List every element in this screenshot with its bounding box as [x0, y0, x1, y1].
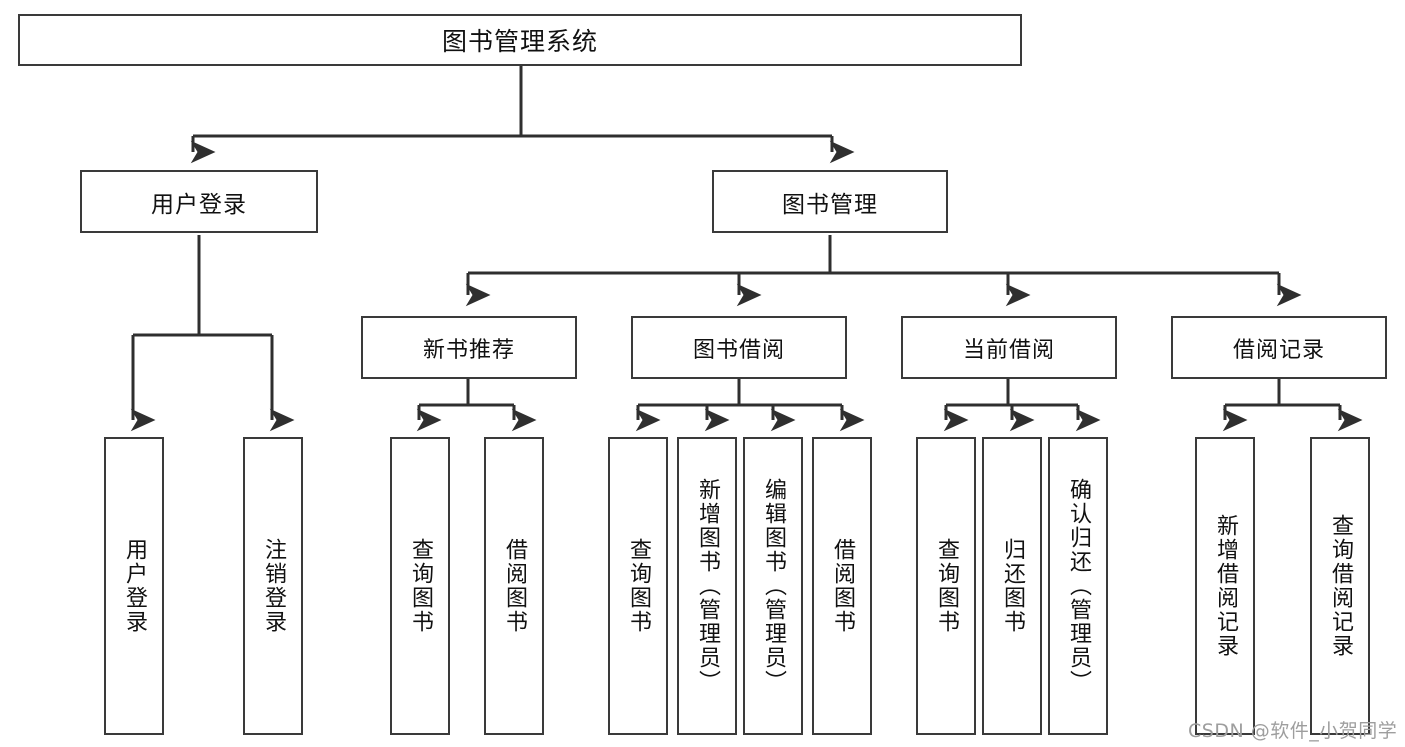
leaf-borrow-book-2-label: 借阅图书: [830, 538, 855, 634]
leaf-add-record-label: 新增借阅记录: [1213, 514, 1238, 658]
leaf-borrow-book-1[interactable]: 借阅图书: [484, 437, 544, 735]
node-current-borrow[interactable]: 当前借阅: [901, 316, 1117, 379]
node-borrow-record[interactable]: 借阅记录: [1171, 316, 1387, 379]
leaf-confirm-return-label: 确认归还（管理员）: [1066, 478, 1091, 694]
node-borrow-record-label: 借阅记录: [1232, 337, 1325, 363]
leaf-confirm-return[interactable]: 确认归还（管理员）: [1048, 437, 1108, 735]
leaf-add-book[interactable]: 新增图书（管理员）: [677, 437, 737, 735]
node-book-management-label: 图书管理: [782, 191, 878, 218]
leaf-edit-book-label: 编辑图书（管理员）: [761, 478, 786, 694]
node-root-label: 图书管理系统: [441, 27, 598, 56]
node-user-login-label: 用户登录: [151, 191, 247, 218]
node-book-borrow[interactable]: 图书借阅: [631, 316, 847, 379]
leaf-query-book-2[interactable]: 查询图书: [608, 437, 668, 735]
node-current-borrow-label: 当前借阅: [962, 337, 1055, 363]
node-user-login[interactable]: 用户登录: [80, 170, 318, 233]
leaf-user-login-label: 用户登录: [122, 538, 147, 634]
leaf-query-record[interactable]: 查询借阅记录: [1310, 437, 1370, 735]
leaf-logout-login[interactable]: 注销登录: [243, 437, 303, 735]
node-new-book-recommend-label: 新书推荐: [422, 337, 515, 363]
leaf-return-book[interactable]: 归还图书: [982, 437, 1042, 735]
leaf-user-login[interactable]: 用户登录: [104, 437, 164, 735]
leaf-logout-login-label: 注销登录: [261, 538, 286, 634]
leaf-query-book-1[interactable]: 查询图书: [390, 437, 450, 735]
node-book-borrow-label: 图书借阅: [692, 337, 785, 363]
leaf-query-book-1-label: 查询图书: [408, 538, 433, 634]
leaf-query-record-label: 查询借阅记录: [1328, 514, 1353, 658]
leaf-add-book-label: 新增图书（管理员）: [695, 478, 720, 694]
leaf-add-record[interactable]: 新增借阅记录: [1195, 437, 1255, 735]
leaf-edit-book[interactable]: 编辑图书（管理员）: [743, 437, 803, 735]
node-book-management[interactable]: 图书管理: [712, 170, 948, 233]
leaf-borrow-book-2[interactable]: 借阅图书: [812, 437, 872, 735]
leaf-query-book-2-label: 查询图书: [626, 538, 651, 634]
node-new-book-recommend[interactable]: 新书推荐: [361, 316, 577, 379]
leaf-query-book-3[interactable]: 查询图书: [916, 437, 976, 735]
watermark-text: CSDN @软件_小贺同学: [1188, 720, 1398, 742]
node-root[interactable]: 图书管理系统: [18, 14, 1022, 66]
leaf-query-book-3-label: 查询图书: [934, 538, 959, 634]
leaf-borrow-book-1-label: 借阅图书: [502, 538, 527, 634]
leaf-return-book-label: 归还图书: [1000, 538, 1025, 634]
